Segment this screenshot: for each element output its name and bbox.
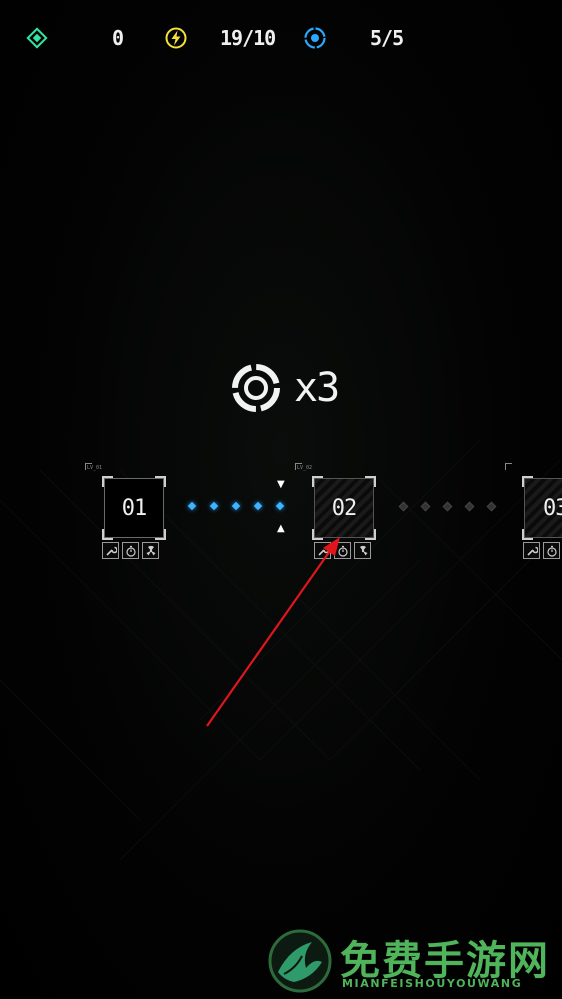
chevron-down-icon: ▼ (277, 479, 285, 490)
multiplier-label: x3 (294, 365, 340, 411)
stopwatch-icon (543, 542, 560, 559)
watermark: 免费手游网 MIANFEISHOUYOUWANG (268, 928, 558, 994)
watermark-subtitle: MIANFEISHOUYOUWANG (342, 977, 523, 990)
watermark-logo-icon (268, 928, 334, 998)
level-03-badges (523, 542, 560, 559)
radiation-icon (354, 542, 371, 559)
targets-counter (302, 20, 328, 56)
level-number: 02 (331, 495, 358, 521)
level-node-02[interactable]: LV_02 02 (295, 463, 376, 540)
radiation-icon (142, 542, 159, 559)
resource-bar: 0 19/10 5/5 (0, 20, 562, 56)
watermark-title: 免费手游网 (340, 938, 550, 984)
targets-value: 5/5 (370, 26, 404, 50)
level-01-badges (102, 542, 159, 559)
gems-value: 0 (112, 26, 124, 50)
wrench-icon (102, 542, 119, 559)
gems-counter (26, 20, 48, 56)
chevron-up-icon: ▲ (277, 523, 285, 534)
level-number: 03 (543, 495, 562, 521)
ring-target-icon (230, 362, 282, 414)
wrench-icon (523, 542, 540, 559)
energy-counter (164, 20, 188, 56)
level-number: 01 (121, 495, 148, 521)
target-icon (302, 25, 328, 51)
level-node-01[interactable]: LV_01 01 (85, 463, 166, 540)
multiplier-display: x3 (230, 362, 340, 414)
level-node-03[interactable]: 03 (505, 463, 562, 540)
lightning-icon (164, 26, 188, 50)
energy-value: 19/10 (220, 26, 276, 50)
diamond-icon (26, 27, 48, 49)
stopwatch-icon (122, 542, 139, 559)
